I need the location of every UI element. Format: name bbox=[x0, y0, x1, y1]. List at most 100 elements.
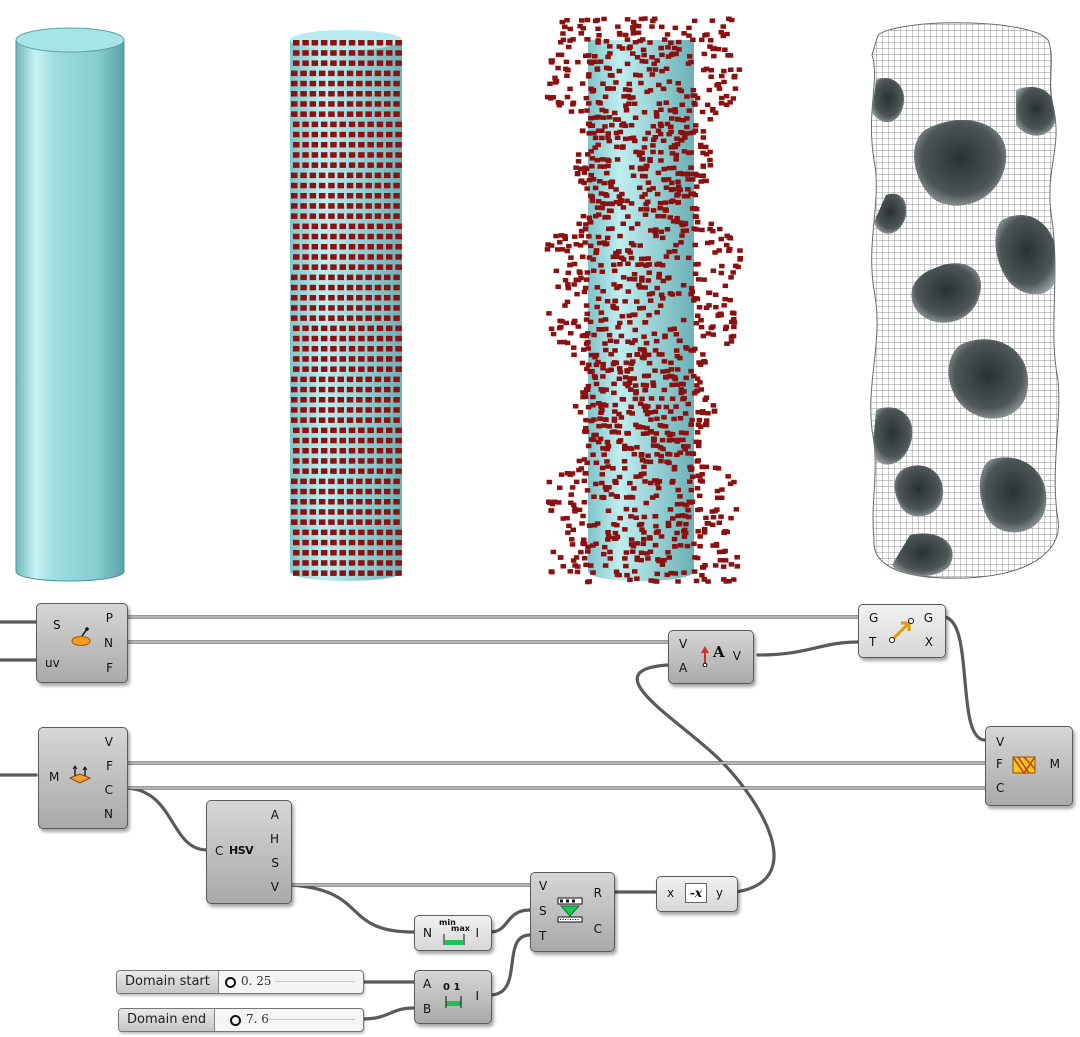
output-port-n[interactable]: N bbox=[104, 636, 113, 650]
output-port-v[interactable]: V bbox=[105, 735, 113, 749]
displaced-panel bbox=[713, 563, 719, 568]
output-port-c[interactable]: C bbox=[594, 922, 602, 936]
amplitude-component[interactable]: V A V A bbox=[668, 630, 754, 684]
displaced-panel bbox=[678, 543, 684, 548]
surface-panel bbox=[365, 275, 372, 281]
output-port-m[interactable]: M bbox=[1050, 757, 1060, 771]
surface-panel bbox=[319, 275, 326, 281]
input-port-c[interactable]: C bbox=[215, 844, 223, 858]
displaced-panel bbox=[624, 550, 630, 555]
surface-panel bbox=[377, 40, 384, 46]
output-port-x[interactable]: X bbox=[925, 635, 933, 649]
slider-grip[interactable] bbox=[225, 977, 236, 988]
deconstruct-mesh-component[interactable]: M V F C N bbox=[38, 727, 128, 829]
surface-panel bbox=[384, 377, 391, 383]
surface-panel bbox=[300, 509, 307, 515]
input-port-m[interactable]: M bbox=[49, 770, 59, 784]
surface-panel bbox=[377, 254, 384, 260]
output-port-f[interactable]: F bbox=[106, 661, 113, 675]
surface-panel bbox=[293, 142, 300, 148]
surface-panel bbox=[291, 417, 298, 423]
input-port-n[interactable]: N bbox=[423, 926, 432, 940]
displaced-panel bbox=[611, 282, 617, 287]
displaced-panel bbox=[675, 439, 681, 444]
surface-panel bbox=[321, 326, 328, 332]
displaced-panel bbox=[727, 247, 733, 252]
remap-numbers-component[interactable]: V S T R C bbox=[530, 872, 615, 952]
move-component[interactable]: G T G X bbox=[858, 604, 946, 658]
output-port-y[interactable]: y bbox=[716, 886, 723, 900]
surface-panel bbox=[300, 91, 307, 97]
input-port-f[interactable]: F bbox=[996, 757, 1003, 771]
output-port-r[interactable]: R bbox=[594, 886, 602, 900]
output-port-n[interactable]: N bbox=[104, 807, 113, 821]
output-port-v[interactable]: V bbox=[271, 880, 279, 894]
displaced-panel bbox=[583, 227, 589, 232]
surface-panel bbox=[349, 438, 356, 444]
input-port-s[interactable]: S bbox=[539, 904, 547, 918]
displaced-panel bbox=[682, 222, 688, 227]
surface-panel bbox=[395, 366, 402, 372]
displaced-panel bbox=[581, 214, 587, 219]
displaced-panel bbox=[721, 303, 727, 308]
input-port-x[interactable]: x bbox=[667, 886, 674, 900]
input-port-t[interactable]: T bbox=[539, 929, 546, 943]
surface-panel bbox=[340, 224, 347, 230]
split-hsv-component[interactable]: C A H S V HSV bbox=[206, 800, 292, 904]
displaced-panel bbox=[695, 529, 701, 534]
output-port-g[interactable]: G bbox=[924, 611, 933, 625]
input-port-c[interactable]: C bbox=[996, 781, 1004, 795]
negative-component[interactable]: x y -x bbox=[656, 876, 738, 912]
output-port-p[interactable]: P bbox=[106, 611, 113, 625]
output-port-i[interactable]: I bbox=[475, 989, 479, 1003]
displaced-panel bbox=[728, 275, 734, 280]
output-port-i[interactable]: I bbox=[475, 926, 479, 940]
displaced-panel bbox=[693, 214, 699, 219]
evaluate-surface-component[interactable]: S uv P N F bbox=[36, 603, 128, 683]
surface-panel bbox=[365, 203, 372, 209]
input-port-uv[interactable]: uv bbox=[45, 656, 60, 670]
surface-panel bbox=[386, 448, 393, 454]
output-port-h[interactable]: H bbox=[270, 832, 279, 846]
displaced-panel bbox=[665, 32, 671, 37]
input-port-g[interactable]: G bbox=[869, 611, 878, 625]
displaced-panel bbox=[566, 286, 572, 291]
displaced-panel bbox=[578, 109, 584, 114]
surface-panel bbox=[365, 417, 372, 423]
surface-panel bbox=[347, 305, 354, 311]
input-port-a[interactable]: A bbox=[423, 977, 431, 991]
input-port-v[interactable]: V bbox=[539, 879, 547, 893]
surface-panel bbox=[384, 387, 391, 393]
domain-start-slider[interactable]: Domain start 0. 25 bbox=[116, 970, 364, 994]
displaced-panel bbox=[584, 186, 590, 191]
input-port-b[interactable]: B bbox=[423, 1002, 431, 1016]
surface-panel bbox=[384, 397, 391, 403]
surface-panel bbox=[384, 489, 391, 495]
output-port-v[interactable]: V bbox=[733, 649, 741, 663]
displaced-panel bbox=[616, 249, 622, 254]
input-port-s[interactable]: S bbox=[53, 618, 61, 632]
slider-label: Domain end bbox=[119, 1009, 215, 1031]
domain-end-slider[interactable]: Domain end 7. 6 bbox=[118, 1008, 364, 1032]
output-port-f[interactable]: F bbox=[106, 759, 113, 773]
slider-grip[interactable] bbox=[230, 1015, 241, 1026]
displaced-panel bbox=[596, 199, 602, 204]
surface-panel bbox=[384, 519, 391, 525]
surface-panel bbox=[358, 550, 365, 556]
displaced-panel bbox=[666, 132, 672, 137]
input-port-v[interactable]: V bbox=[996, 735, 1004, 749]
surface-panel bbox=[367, 458, 374, 464]
bounds-component[interactable]: N I min max bbox=[414, 915, 492, 951]
displaced-panel bbox=[596, 440, 602, 445]
output-port-c[interactable]: C bbox=[105, 783, 113, 797]
displaced-panel bbox=[644, 207, 650, 212]
input-port-a[interactable]: A bbox=[679, 661, 687, 675]
input-port-v[interactable]: V bbox=[679, 637, 687, 651]
output-port-s[interactable]: S bbox=[271, 856, 279, 870]
displaced-panel bbox=[704, 423, 710, 428]
displaced-panel bbox=[596, 235, 602, 240]
input-port-t[interactable]: T bbox=[869, 635, 876, 649]
output-port-a[interactable]: A bbox=[271, 808, 279, 822]
construct-mesh-component[interactable]: V F C M bbox=[985, 726, 1073, 806]
construct-domain-component[interactable]: A B I 0 1 bbox=[414, 970, 492, 1024]
